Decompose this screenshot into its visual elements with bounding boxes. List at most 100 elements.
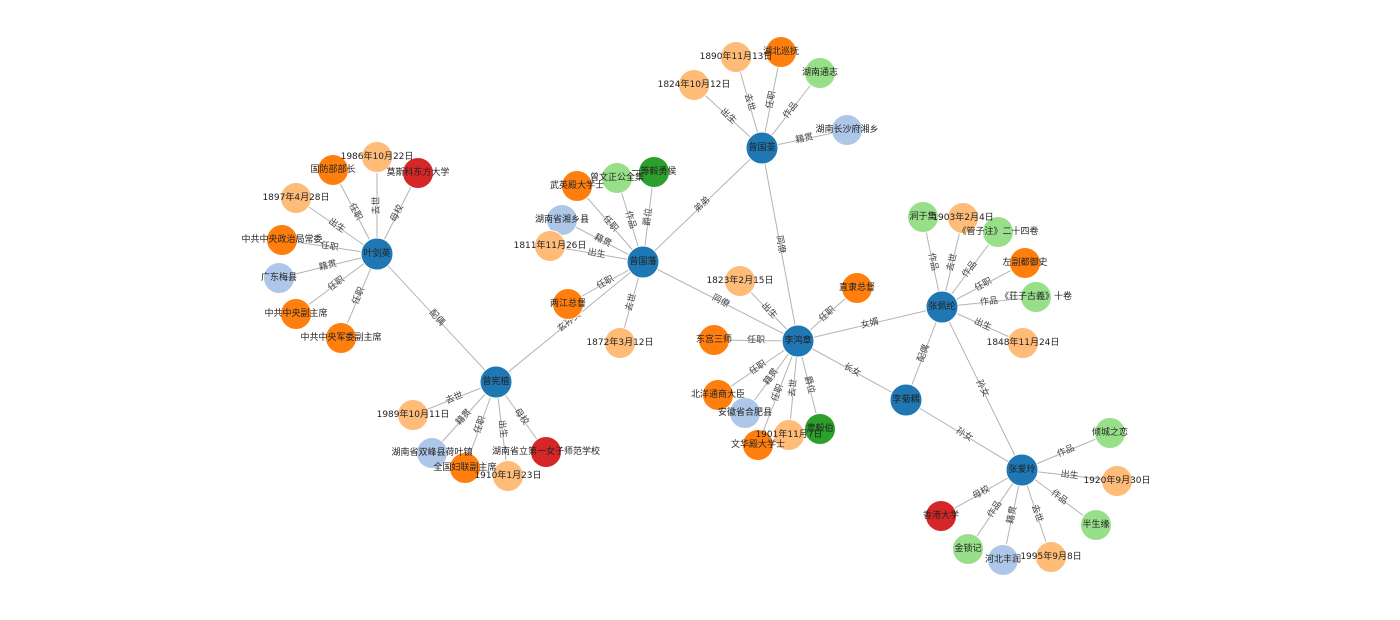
node-circle[interactable] xyxy=(280,298,312,330)
node-circle[interactable] xyxy=(1009,247,1041,279)
node-circle[interactable] xyxy=(492,460,524,492)
node-work[interactable] xyxy=(1094,417,1126,449)
node-position[interactable] xyxy=(742,429,774,461)
node-circle[interactable] xyxy=(925,290,959,324)
node-circle[interactable] xyxy=(678,69,710,101)
node-circle[interactable] xyxy=(804,413,836,445)
node-position[interactable] xyxy=(325,322,357,354)
node-circle[interactable] xyxy=(397,399,429,431)
node-circle[interactable] xyxy=(1094,417,1126,449)
node-circle[interactable] xyxy=(601,162,633,194)
node-circle[interactable] xyxy=(317,154,349,186)
node-circle[interactable] xyxy=(925,500,957,532)
node-position[interactable] xyxy=(280,298,312,330)
node-person[interactable] xyxy=(925,290,959,324)
node-date[interactable] xyxy=(492,460,524,492)
node-circle[interactable] xyxy=(987,544,1019,576)
node-date[interactable] xyxy=(280,182,312,214)
node-position[interactable] xyxy=(1009,247,1041,279)
node-school[interactable] xyxy=(925,500,957,532)
node-circle[interactable] xyxy=(360,237,394,271)
node-position[interactable] xyxy=(702,379,734,411)
node-date[interactable] xyxy=(361,141,393,173)
node-circle[interactable] xyxy=(720,41,752,73)
node-circle[interactable] xyxy=(479,365,513,399)
node-circle[interactable] xyxy=(361,141,393,173)
node-position[interactable] xyxy=(698,324,730,356)
node-place[interactable] xyxy=(416,437,448,469)
node-circle[interactable] xyxy=(604,327,636,359)
node-circle[interactable] xyxy=(804,57,836,89)
node-work[interactable] xyxy=(982,216,1014,248)
node-circle[interactable] xyxy=(552,288,584,320)
node-circle[interactable] xyxy=(266,224,298,256)
node-person[interactable] xyxy=(781,324,815,358)
node-date[interactable] xyxy=(720,41,752,73)
node-circle[interactable] xyxy=(1005,453,1039,487)
node-title[interactable] xyxy=(638,156,670,188)
node-date[interactable] xyxy=(397,399,429,431)
node-date[interactable] xyxy=(1035,541,1067,573)
node-circle[interactable] xyxy=(742,429,774,461)
node-date[interactable] xyxy=(534,230,566,262)
node-date[interactable] xyxy=(1007,327,1039,359)
node-circle[interactable] xyxy=(280,182,312,214)
node-circle[interactable] xyxy=(781,324,815,358)
node-date[interactable] xyxy=(724,265,756,297)
node-date[interactable] xyxy=(678,69,710,101)
node-circle[interactable] xyxy=(841,272,873,304)
node-person[interactable] xyxy=(626,245,660,279)
node-person[interactable] xyxy=(889,383,923,417)
node-work[interactable] xyxy=(804,57,836,89)
node-work[interactable] xyxy=(1020,281,1052,313)
node-title[interactable] xyxy=(804,413,836,445)
node-circle[interactable] xyxy=(952,533,984,565)
node-date[interactable] xyxy=(773,419,805,451)
node-place[interactable] xyxy=(987,544,1019,576)
node-circle[interactable] xyxy=(907,201,939,233)
node-circle[interactable] xyxy=(1007,327,1039,359)
node-circle[interactable] xyxy=(745,131,779,165)
node-person[interactable] xyxy=(360,237,394,271)
node-person[interactable] xyxy=(1005,453,1039,487)
node-position[interactable] xyxy=(449,452,481,484)
node-position[interactable] xyxy=(561,170,593,202)
node-circle[interactable] xyxy=(325,322,357,354)
node-circle[interactable] xyxy=(402,157,434,189)
node-work[interactable] xyxy=(907,201,939,233)
node-person[interactable] xyxy=(745,131,779,165)
node-position[interactable] xyxy=(317,154,349,186)
node-position[interactable] xyxy=(552,288,584,320)
node-circle[interactable] xyxy=(1080,509,1112,541)
node-circle[interactable] xyxy=(416,437,448,469)
node-circle[interactable] xyxy=(1035,541,1067,573)
node-circle[interactable] xyxy=(1020,281,1052,313)
node-circle[interactable] xyxy=(831,114,863,146)
node-work[interactable] xyxy=(952,533,984,565)
node-school[interactable] xyxy=(402,157,434,189)
node-circle[interactable] xyxy=(724,265,756,297)
node-circle[interactable] xyxy=(773,419,805,451)
node-circle[interactable] xyxy=(534,230,566,262)
node-date[interactable] xyxy=(1101,465,1133,497)
node-circle[interactable] xyxy=(729,397,761,429)
node-date[interactable] xyxy=(604,327,636,359)
node-circle[interactable] xyxy=(765,36,797,68)
node-circle[interactable] xyxy=(626,245,660,279)
node-position[interactable] xyxy=(765,36,797,68)
node-place[interactable] xyxy=(831,114,863,146)
node-circle[interactable] xyxy=(889,383,923,417)
node-date[interactable] xyxy=(947,202,979,234)
node-work[interactable] xyxy=(1080,509,1112,541)
node-circle[interactable] xyxy=(982,216,1014,248)
node-circle[interactable] xyxy=(698,324,730,356)
node-position[interactable] xyxy=(841,272,873,304)
node-work[interactable] xyxy=(601,162,633,194)
node-circle[interactable] xyxy=(947,202,979,234)
node-position[interactable] xyxy=(266,224,298,256)
node-circle[interactable] xyxy=(561,170,593,202)
node-place[interactable] xyxy=(263,262,295,294)
node-person[interactable] xyxy=(479,365,513,399)
node-circle[interactable] xyxy=(638,156,670,188)
